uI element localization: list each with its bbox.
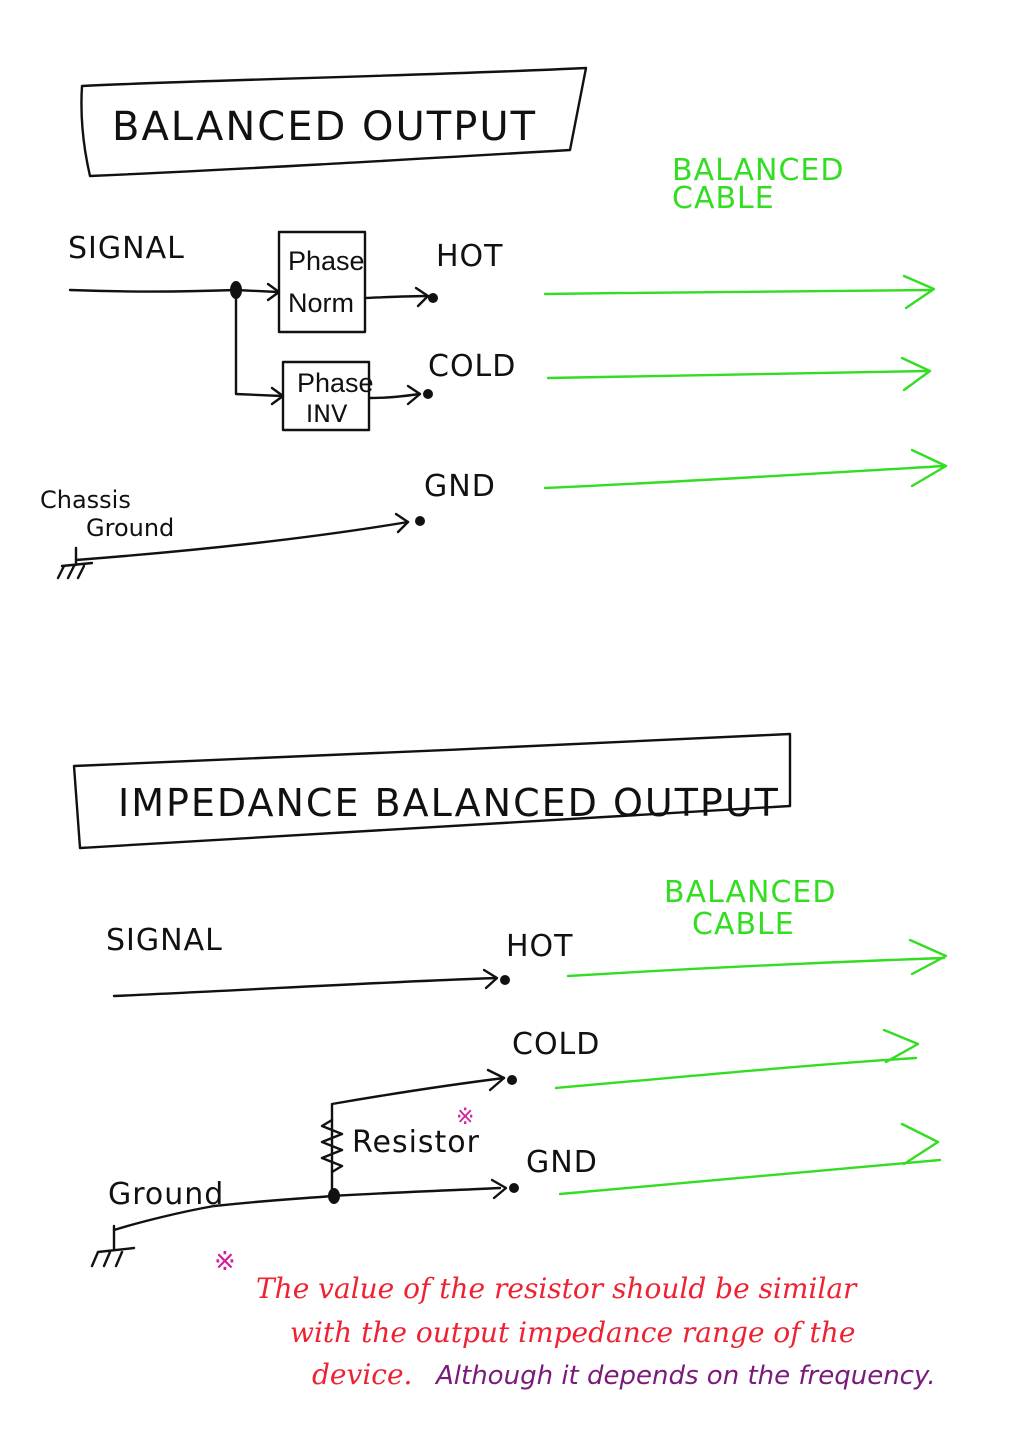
impedance-ground-symbol [90, 1224, 136, 1268]
impedance-gnd-arrow [490, 1178, 508, 1200]
impedance-gnd-terminal [509, 1183, 519, 1193]
phase-norm-line1: Phase [288, 246, 365, 276]
balanced-norm-input-wire [234, 288, 280, 294]
balanced-title: BALANCED OUTPUT [112, 104, 537, 150]
balanced-cable-cold-line [546, 356, 932, 392]
impedance-cold-arrow [486, 1068, 506, 1092]
impedance-hot-label: HOT [506, 929, 574, 964]
impedance-cold-wire [330, 1076, 506, 1196]
balanced-cable-label-line2: CABLE [672, 181, 775, 216]
phase-norm-line2: Norm [288, 288, 354, 318]
balanced-cold-arrow [406, 384, 422, 406]
impedance-cable-hot-line [566, 938, 948, 978]
phase-inv-line1: Phase [297, 368, 374, 398]
impedance-gnd-label: GND [526, 1145, 598, 1180]
impedance-title: IMPEDANCE BALANCED OUTPUT [118, 781, 780, 825]
chassis-ground-line1: Chassis [40, 486, 131, 514]
phase-norm-box [277, 230, 367, 334]
balanced-hot-wire [363, 294, 430, 300]
impedance-signal-wire [112, 976, 498, 998]
footnote-line3-purple: Although it depends on the frequency. [434, 1361, 936, 1391]
impedance-balanced-output-section: IMPEDANCE BALANCED OUTPUT BALANCED CABLE… [72, 732, 948, 1268]
balanced-hot-label: HOT [436, 239, 504, 274]
chassis-ground-symbol [56, 546, 94, 580]
footnote-line1: The value of the resistor should be simi… [256, 1272, 858, 1305]
impedance-cold-terminal [507, 1075, 517, 1085]
footnote-mark: ※ [214, 1247, 236, 1277]
resistor-label: Resistor [352, 1125, 480, 1160]
balanced-output-section: BALANCED OUTPUT BALANCED CABLE SIGNAL Ph… [40, 66, 948, 580]
footnote: ※ The value of the resistor should be si… [214, 1247, 936, 1391]
impedance-gnd-wire [112, 1186, 502, 1232]
balanced-cable-gnd-line [543, 448, 948, 490]
impedance-cable-cold-line [554, 1028, 920, 1090]
impedance-cable-label-line1: BALANCED [664, 875, 836, 910]
balanced-signal-wire [68, 288, 238, 293]
impedance-hot-arrow [482, 968, 499, 990]
impedance-signal-label: SIGNAL [106, 923, 223, 958]
balanced-gnd-label: GND [424, 469, 496, 504]
resistor-symbol [320, 1118, 344, 1174]
impedance-ground-label: Ground [108, 1177, 224, 1212]
balanced-gnd-wire [74, 520, 410, 562]
phase-inv-line2: INV [306, 400, 348, 428]
balanced-cold-wire [367, 392, 422, 400]
balanced-cable-hot-line [543, 274, 936, 310]
footnote-line2: with the output impedance range of the [290, 1316, 855, 1349]
balanced-hot-arrow [414, 286, 430, 308]
balanced-cable-label-line1: BALANCED [672, 153, 844, 188]
impedance-cable-label-line2: CABLE [692, 907, 795, 942]
balanced-title-box [80, 66, 588, 178]
impedance-hot-terminal [500, 975, 510, 985]
phase-inv-box [281, 360, 371, 432]
balanced-gnd-terminal [415, 516, 425, 526]
impedance-cold-label: COLD [512, 1027, 600, 1062]
balanced-inv-input-wire [234, 288, 284, 398]
balanced-cold-terminal [423, 389, 433, 399]
impedance-cable-gnd-line [558, 1122, 942, 1196]
impedance-ground-node [328, 1188, 340, 1204]
balanced-cold-label: COLD [428, 349, 516, 384]
impedance-title-box [72, 732, 792, 850]
resistor-footnote-mark: ※ [456, 1105, 474, 1130]
balanced-gnd-arrow [394, 512, 410, 534]
balanced-hot-terminal [428, 293, 438, 303]
balanced-signal-label: SIGNAL [68, 231, 185, 266]
chassis-ground-line2: Ground [86, 514, 174, 542]
footnote-line3-red: device. [312, 1358, 412, 1391]
